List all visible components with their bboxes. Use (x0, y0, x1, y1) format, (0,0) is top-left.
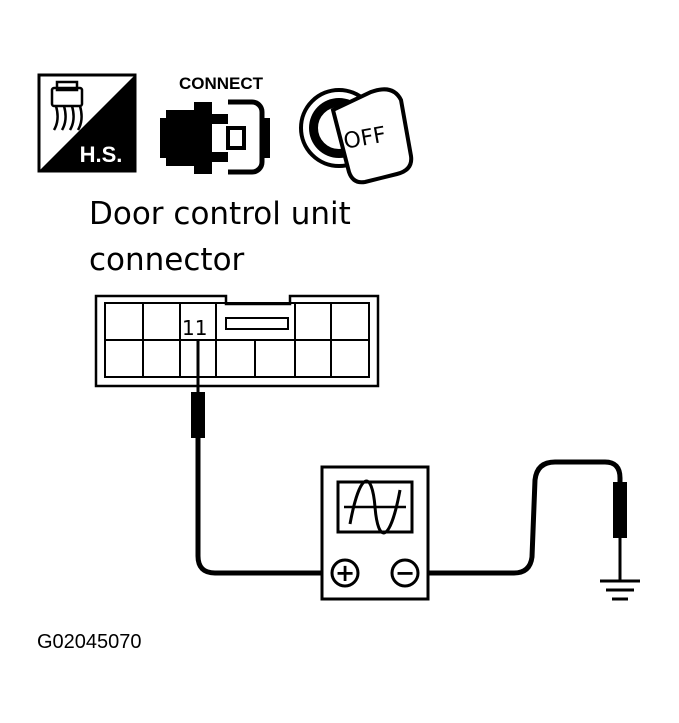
connector-title-line2: connector (89, 242, 245, 278)
positive-terminal: + (330, 558, 360, 588)
connector-title-line1: Door control unit (89, 196, 351, 232)
harness-connector-icon: H.S. (37, 73, 137, 173)
positive-terminal-symbol: + (335, 559, 355, 587)
pin-label: 11 (182, 316, 207, 340)
harness-badge-label: H.S. (80, 142, 123, 167)
connector-plug-icon: CONNECT (160, 74, 270, 175)
test-leads (195, 435, 623, 576)
figure-id: G02045070 (37, 631, 142, 653)
probe-positive (191, 340, 205, 438)
negative-terminal: − (390, 558, 420, 588)
ground-icon (600, 482, 640, 601)
negative-terminal-symbol: − (395, 559, 415, 587)
connector-face (94, 294, 380, 388)
connect-label: CONNECT (179, 74, 264, 93)
ignition-key-icon: OFF (299, 87, 414, 185)
